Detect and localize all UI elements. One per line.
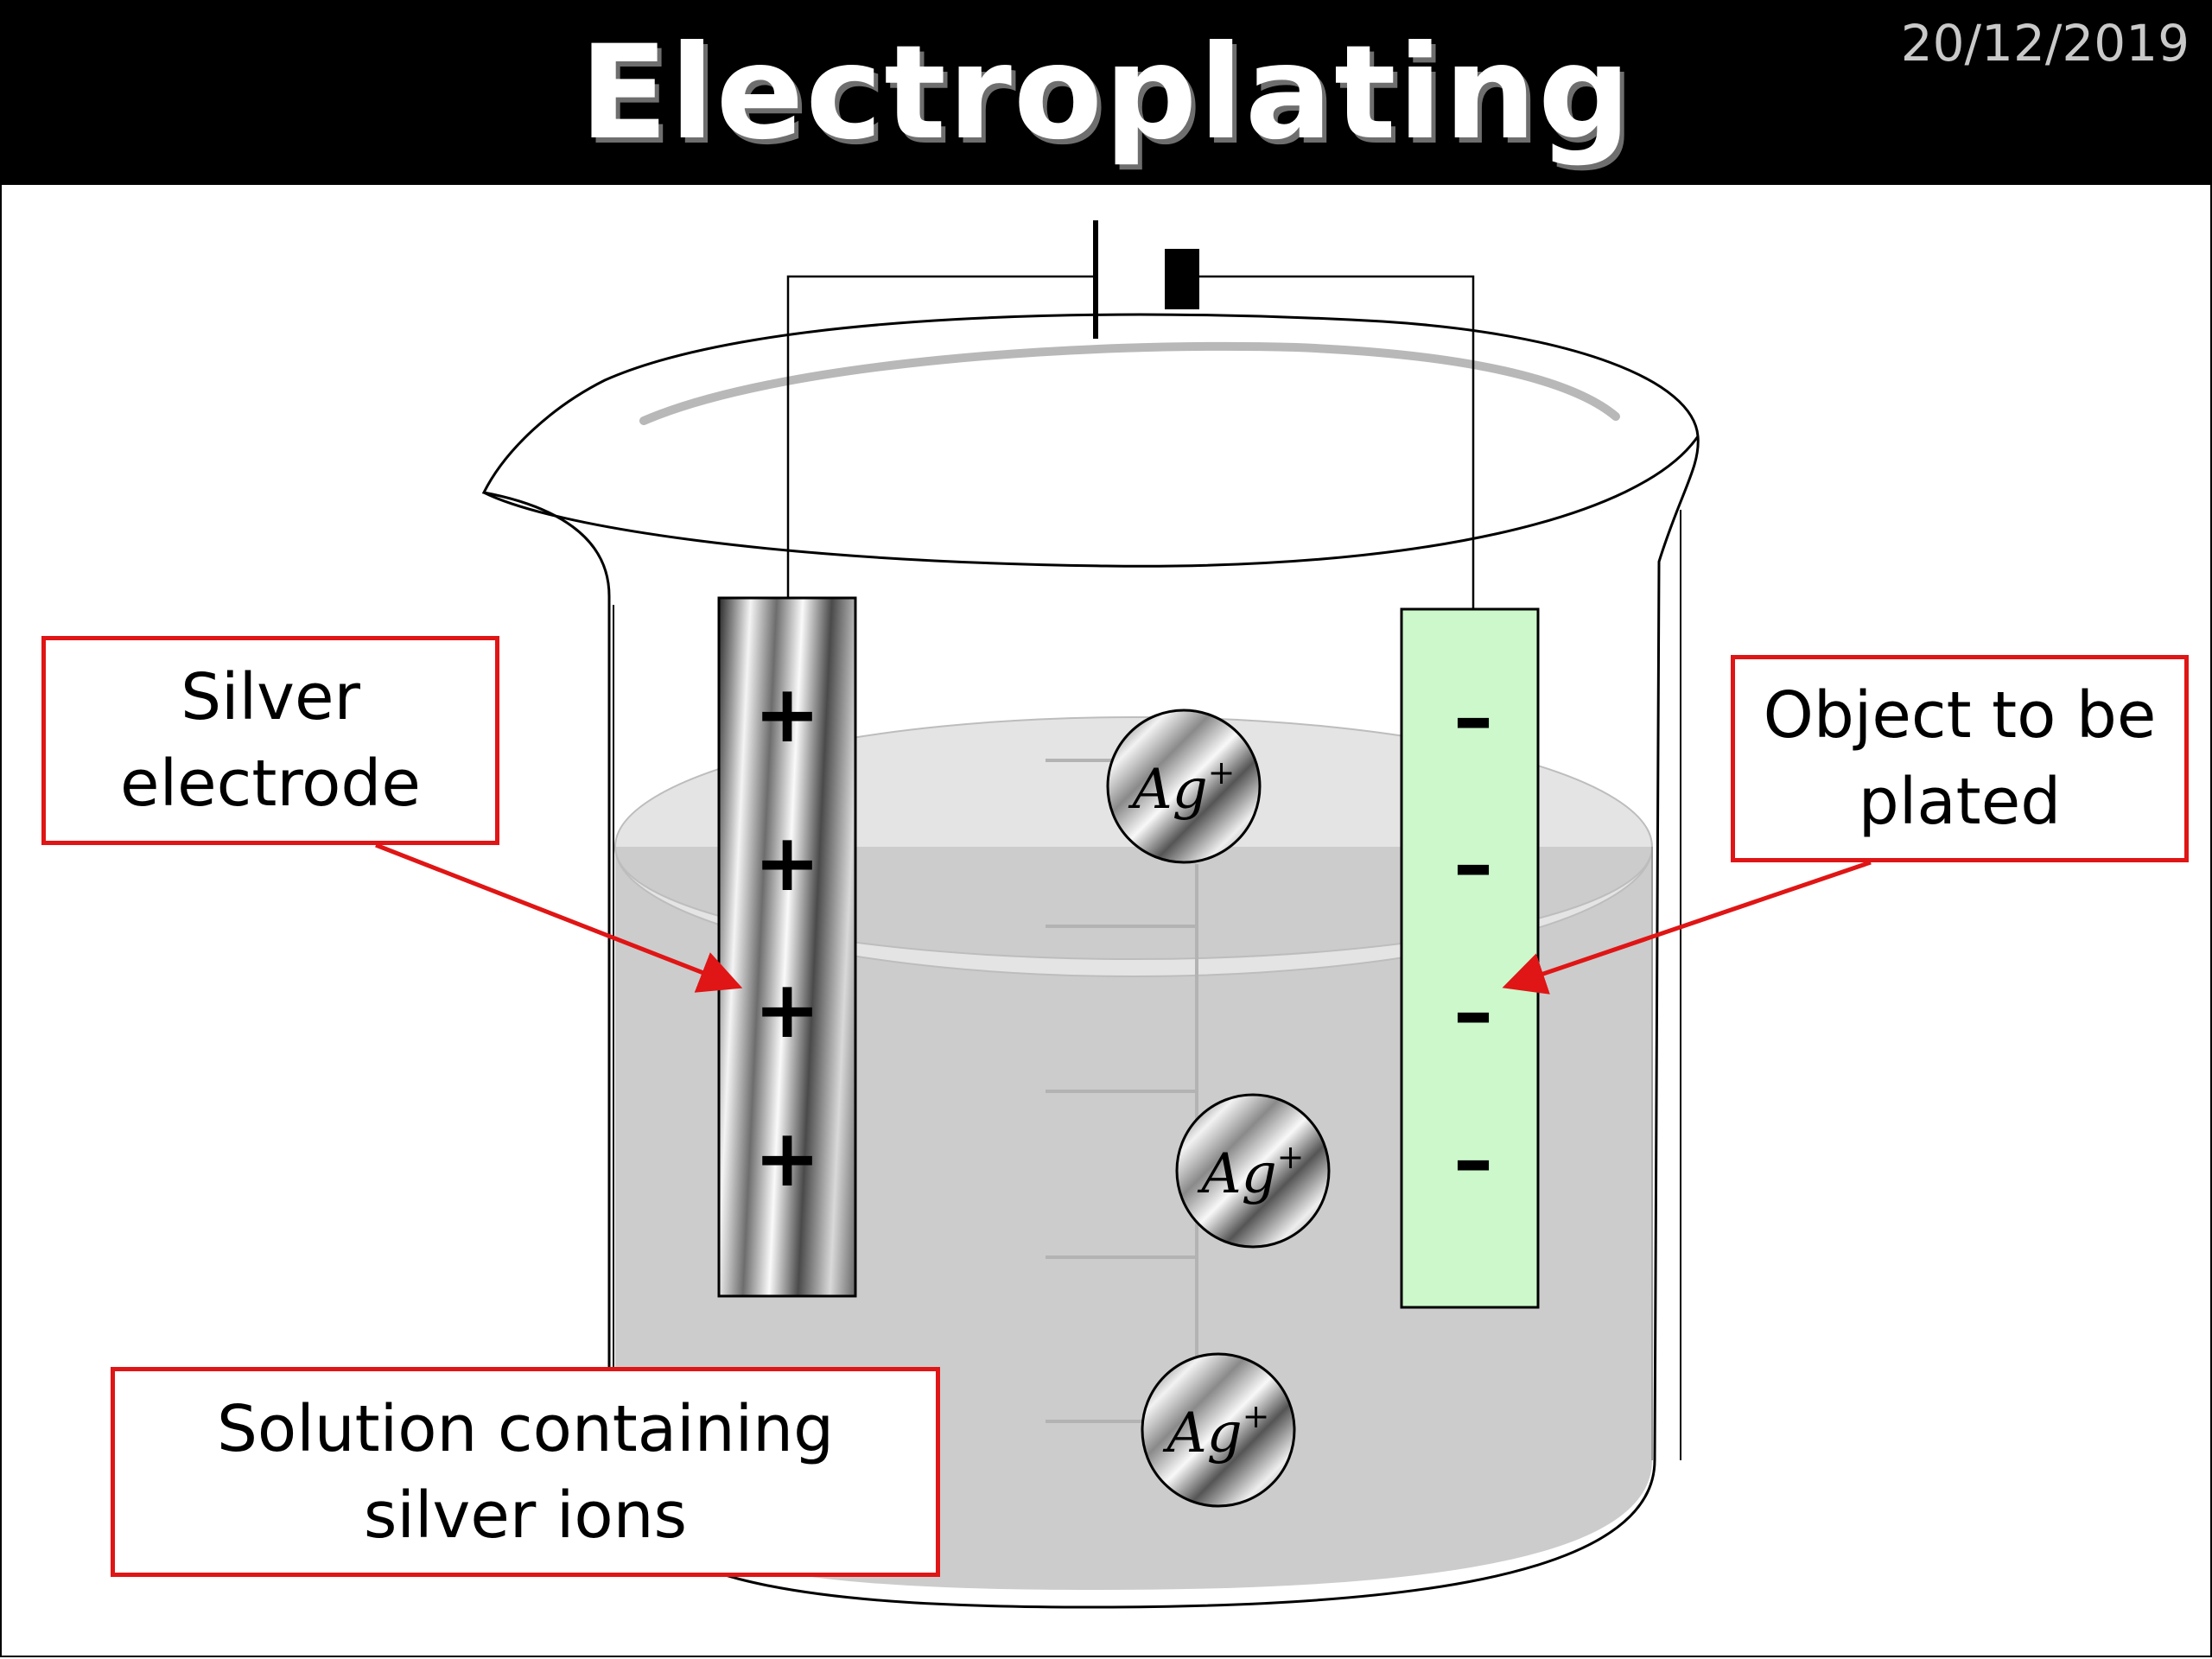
anode-sign: + xyxy=(753,817,820,909)
ion-charge: + xyxy=(1243,1397,1270,1435)
ion-charge: + xyxy=(1277,1138,1305,1176)
ion-symbol: Ag xyxy=(1128,758,1207,822)
slide-frame xyxy=(0,185,2212,1657)
anode-sign: + xyxy=(753,1112,820,1205)
slide-date: 20/12/2019 xyxy=(1900,14,2190,73)
object-arrow xyxy=(1502,860,1872,995)
cathode-sign: – xyxy=(1453,966,1493,1058)
ion-symbol: Ag xyxy=(1162,1402,1242,1465)
cathode-signs: – – – – xyxy=(1453,671,1493,1206)
cathode-sign: – xyxy=(1453,1114,1493,1206)
beaker-inner-wall xyxy=(613,510,1681,1460)
silver-electrode-label: Silver electrode xyxy=(41,636,499,845)
battery-negative-plate xyxy=(1165,249,1199,309)
circuit-wires xyxy=(786,275,1475,626)
ion-symbol: Ag xyxy=(1197,1142,1276,1206)
cathode-sign: – xyxy=(1453,671,1493,764)
silver-ion: Ag+ xyxy=(1106,709,1262,864)
object-label: Object to be plated xyxy=(1731,655,2189,862)
beaker-rim-highlight xyxy=(639,341,1620,425)
anode-signs: + + + + xyxy=(753,668,820,1205)
svg-text:Ag+: Ag+ xyxy=(1162,1397,1269,1465)
cathode-sign: – xyxy=(1453,818,1493,911)
solution-surface-front xyxy=(614,846,1653,961)
solution-label: Solution containing silver ions xyxy=(111,1367,940,1577)
anode-sign: + xyxy=(753,963,820,1056)
slide-title: Electroplating xyxy=(579,18,1633,168)
svg-text:Ag+: Ag+ xyxy=(1197,1138,1304,1206)
silver-electrode-arrow xyxy=(375,842,743,993)
ion-charge: + xyxy=(1208,753,1236,791)
title-bar xyxy=(0,0,2212,185)
silver-ion: Ag+ xyxy=(1141,1352,1296,1508)
anode-sign: + xyxy=(753,668,820,760)
beaker-rim xyxy=(483,435,1700,568)
svg-text:Ag+: Ag+ xyxy=(1128,753,1235,822)
silver-ion: Ag+ xyxy=(1175,1093,1331,1249)
silver-electrode xyxy=(717,596,857,1298)
